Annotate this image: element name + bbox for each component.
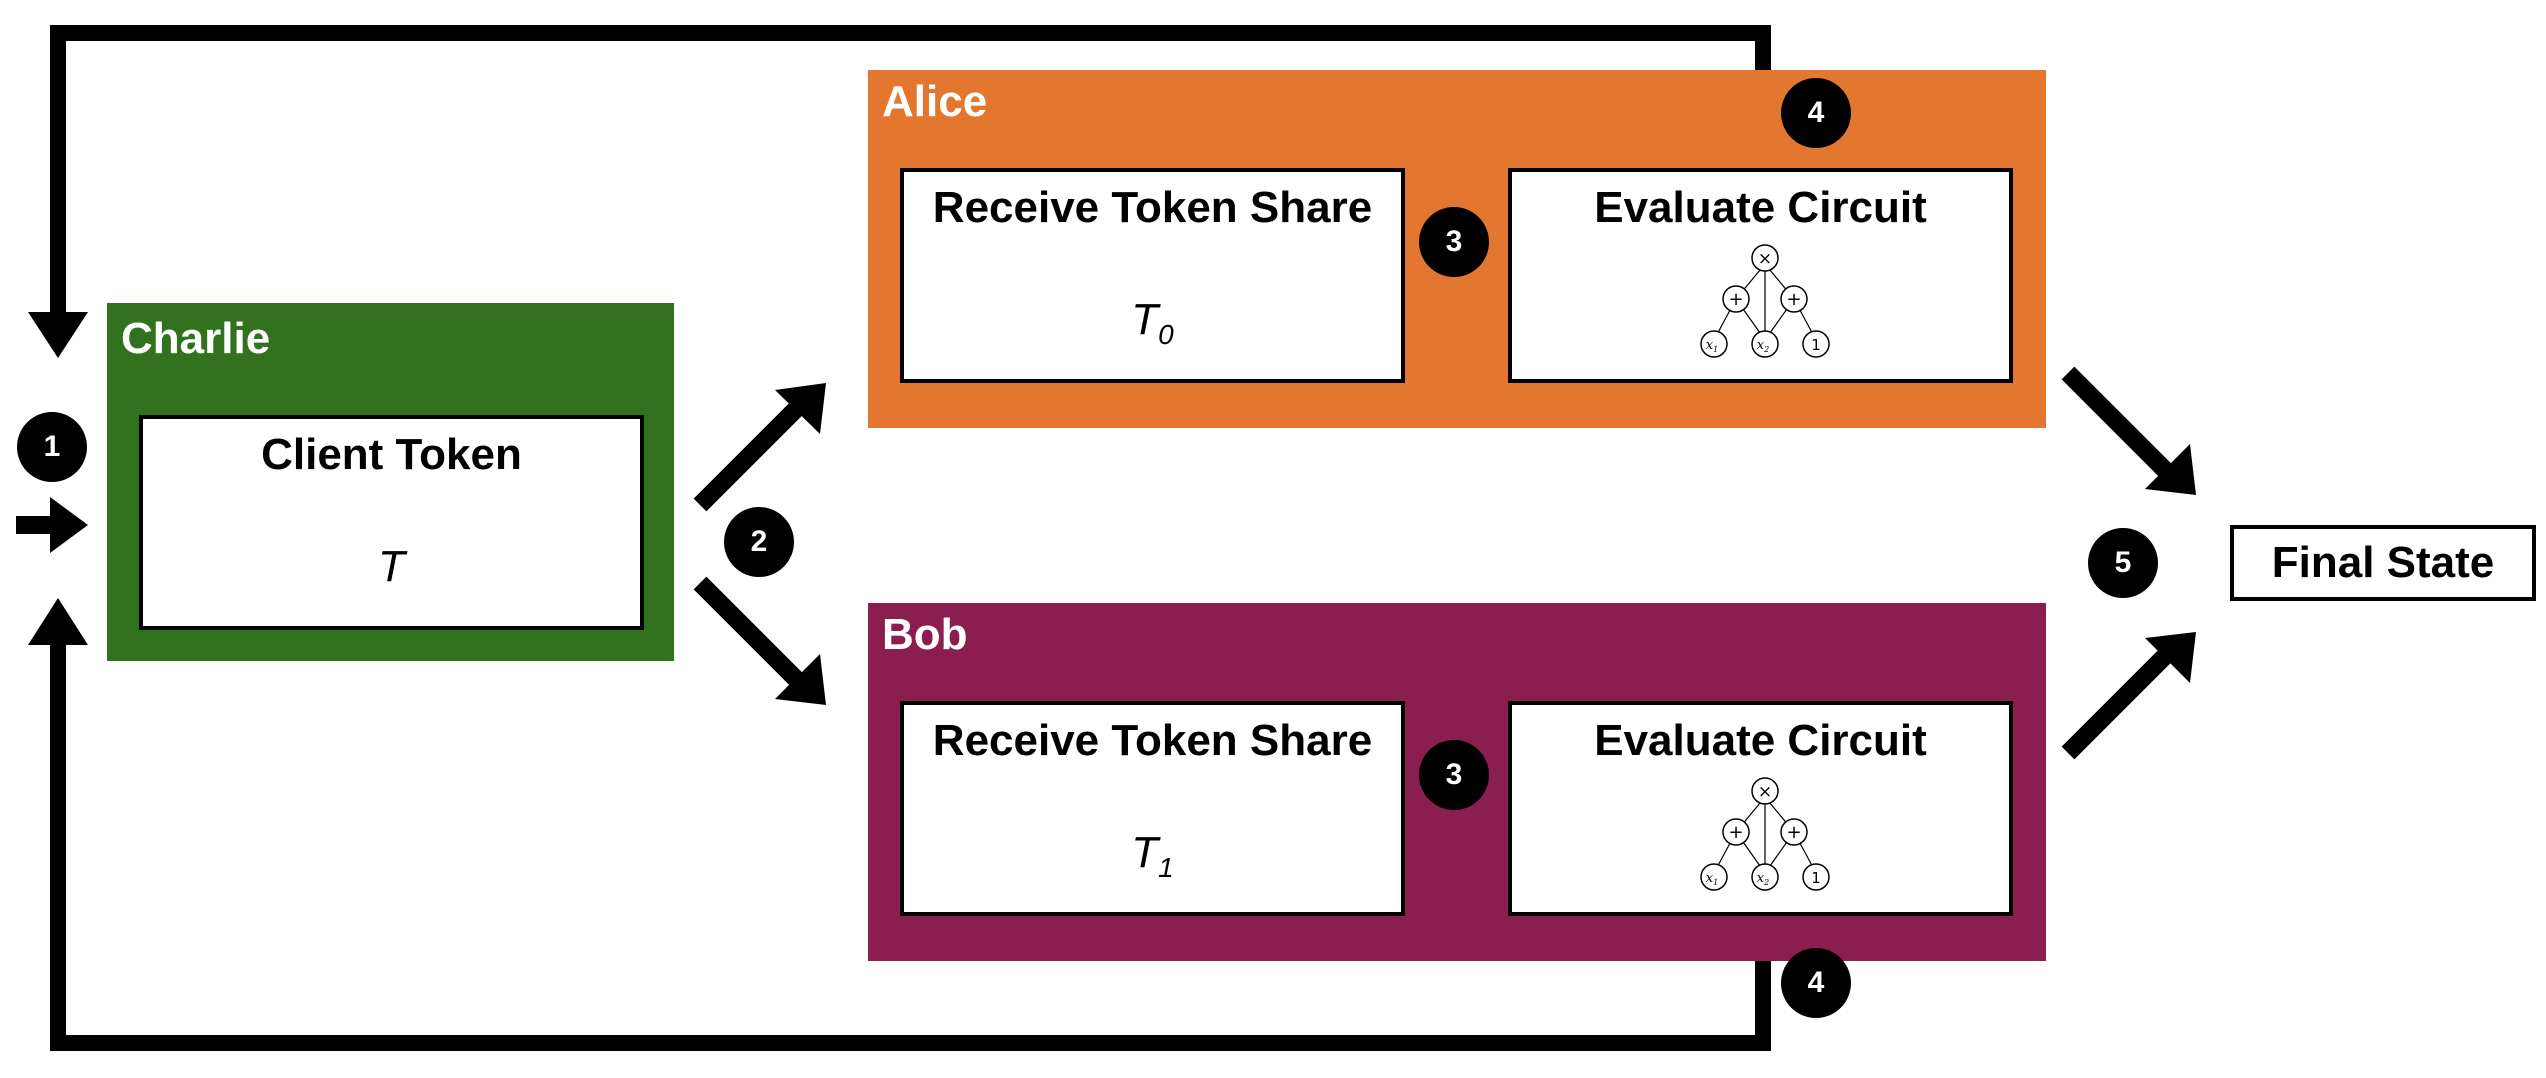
step-5-badge: 5 [2088, 528, 2158, 598]
svg-text:x2: x2 [1757, 871, 1769, 887]
bob-share-var-letter: T [1131, 828, 1159, 877]
step-3-alice-badge: 3 [1419, 207, 1489, 277]
svg-text:x2: x2 [1757, 338, 1769, 354]
bob-evaluate-box: Evaluate Circuit × + [1508, 701, 2013, 916]
arrow-charlie-to-alice-shaft [693, 398, 807, 512]
arrow-charlie-to-bob-head [775, 654, 826, 705]
arrow-alice-to-final-head [2145, 444, 2196, 495]
client-token-title: Client Token [261, 430, 522, 479]
bob-circuit-leaf-x2-sub: 2 [1763, 878, 1769, 887]
bob-circuit-root-node: × [1751, 777, 1779, 805]
alice-circuit-root-label: × [1758, 249, 1772, 269]
bob-receive-share-box: Receive Token Share T1 [900, 701, 1405, 916]
alice-circuit-leaf-x1: x1 [1700, 330, 1728, 358]
bob-circuit-leaf-one: 1 [1802, 863, 1830, 891]
input-arrowhead [50, 497, 88, 553]
bob-circuit-leaf-x1-letter: x [1706, 871, 1714, 886]
step-1-badge: 1 [17, 412, 87, 482]
alice-circuit-leaf-one: 1 [1802, 330, 1830, 358]
bob-circuit-leaf-one-label: 1 [1811, 869, 1821, 887]
client-token-variable: T [378, 542, 405, 591]
svg-text:x1: x1 [1706, 338, 1718, 354]
alice-circuit-leaf-one-label: 1 [1811, 336, 1821, 354]
step-2-badge: 2 [724, 507, 794, 577]
bob-circuit-mid-left-label: + [1728, 822, 1743, 843]
alice-circuit-mid-right-label: + [1786, 289, 1801, 310]
bob-circuit-diagram: × + + x1 x2 [1700, 777, 1830, 891]
bob-circuit-leaf-x1-sub: 1 [1713, 878, 1718, 887]
bob-circuit-mid-left-node: + [1722, 818, 1750, 846]
feedback-arrowhead-top [28, 312, 88, 358]
alice-circuit-mid-left-label: + [1728, 289, 1743, 310]
bob-receive-share-title: Receive Token Share [932, 716, 1373, 765]
alice-evaluate-box: Evaluate Circuit × + [1508, 168, 2013, 383]
client-token-box: Client Token T [139, 415, 644, 630]
alice-circuit-leaf-x2-sub: 2 [1763, 345, 1769, 354]
svg-text:x1: x1 [1706, 871, 1718, 887]
bob-circuit-leaf-x2: x2 [1751, 863, 1779, 891]
bob-share-var-sub: 1 [1158, 851, 1174, 883]
step-4-bob-badge: 4 [1781, 948, 1851, 1018]
bob-label: Bob [882, 610, 968, 659]
arrow-bob-to-final-head [2145, 632, 2196, 683]
charlie-label: Charlie [121, 314, 271, 363]
alice-receive-share-box: Receive Token Share T0 [900, 168, 1405, 383]
charlie-panel: Charlie Client Token T [107, 303, 674, 661]
alice-circuit-leaf-x2: x2 [1751, 330, 1779, 358]
alice-share-var-sub: 0 [1158, 318, 1174, 350]
alice-share-var-letter: T [1131, 295, 1159, 344]
alice-circuit-root-node: × [1751, 244, 1779, 272]
alice-share-variable: T0 [904, 298, 1401, 349]
step-4-alice-badge: 4 [1781, 78, 1851, 148]
alice-panel: Alice Receive Token Share T0 Evaluate Ci… [868, 70, 2046, 428]
alice-circuit-diagram: × + + x1 x2 [1700, 244, 1830, 358]
feedback-line-bob-to-charlie [50, 625, 1771, 1051]
arrow-charlie-to-alice-head [775, 383, 826, 434]
alice-circuit-leaf-x1-sub: 1 [1713, 345, 1718, 354]
step-3-bob-badge: 3 [1419, 740, 1489, 810]
bob-circuit-root-label: × [1758, 782, 1772, 802]
arrow-bob-to-final-shaft [2061, 646, 2175, 760]
alice-label: Alice [882, 77, 988, 126]
bob-circuit-mid-right-label: + [1786, 822, 1801, 843]
bob-circuit-leaf-x1: x1 [1700, 863, 1728, 891]
bob-share-variable: T1 [904, 831, 1401, 882]
alice-circuit-leaf-x1-letter: x [1706, 338, 1714, 353]
final-state-box: Final State [2230, 525, 2536, 601]
bob-circuit-mid-right-node: + [1780, 818, 1808, 846]
alice-circuit-mid-right-node: + [1780, 285, 1808, 313]
arrow-charlie-to-bob-shaft [693, 576, 807, 690]
bob-evaluate-title: Evaluate Circuit [1594, 716, 1927, 765]
alice-evaluate-title: Evaluate Circuit [1594, 183, 1927, 232]
arrow-alice-to-final-shaft [2061, 366, 2175, 480]
alice-receive-share-title: Receive Token Share [932, 183, 1373, 232]
bob-circuit-leaf-x2-letter: x [1757, 871, 1765, 886]
feedback-arrowhead-bottom [28, 598, 88, 645]
alice-circuit-mid-left-node: + [1722, 285, 1750, 313]
alice-circuit-leaf-x2-letter: x [1757, 338, 1765, 353]
